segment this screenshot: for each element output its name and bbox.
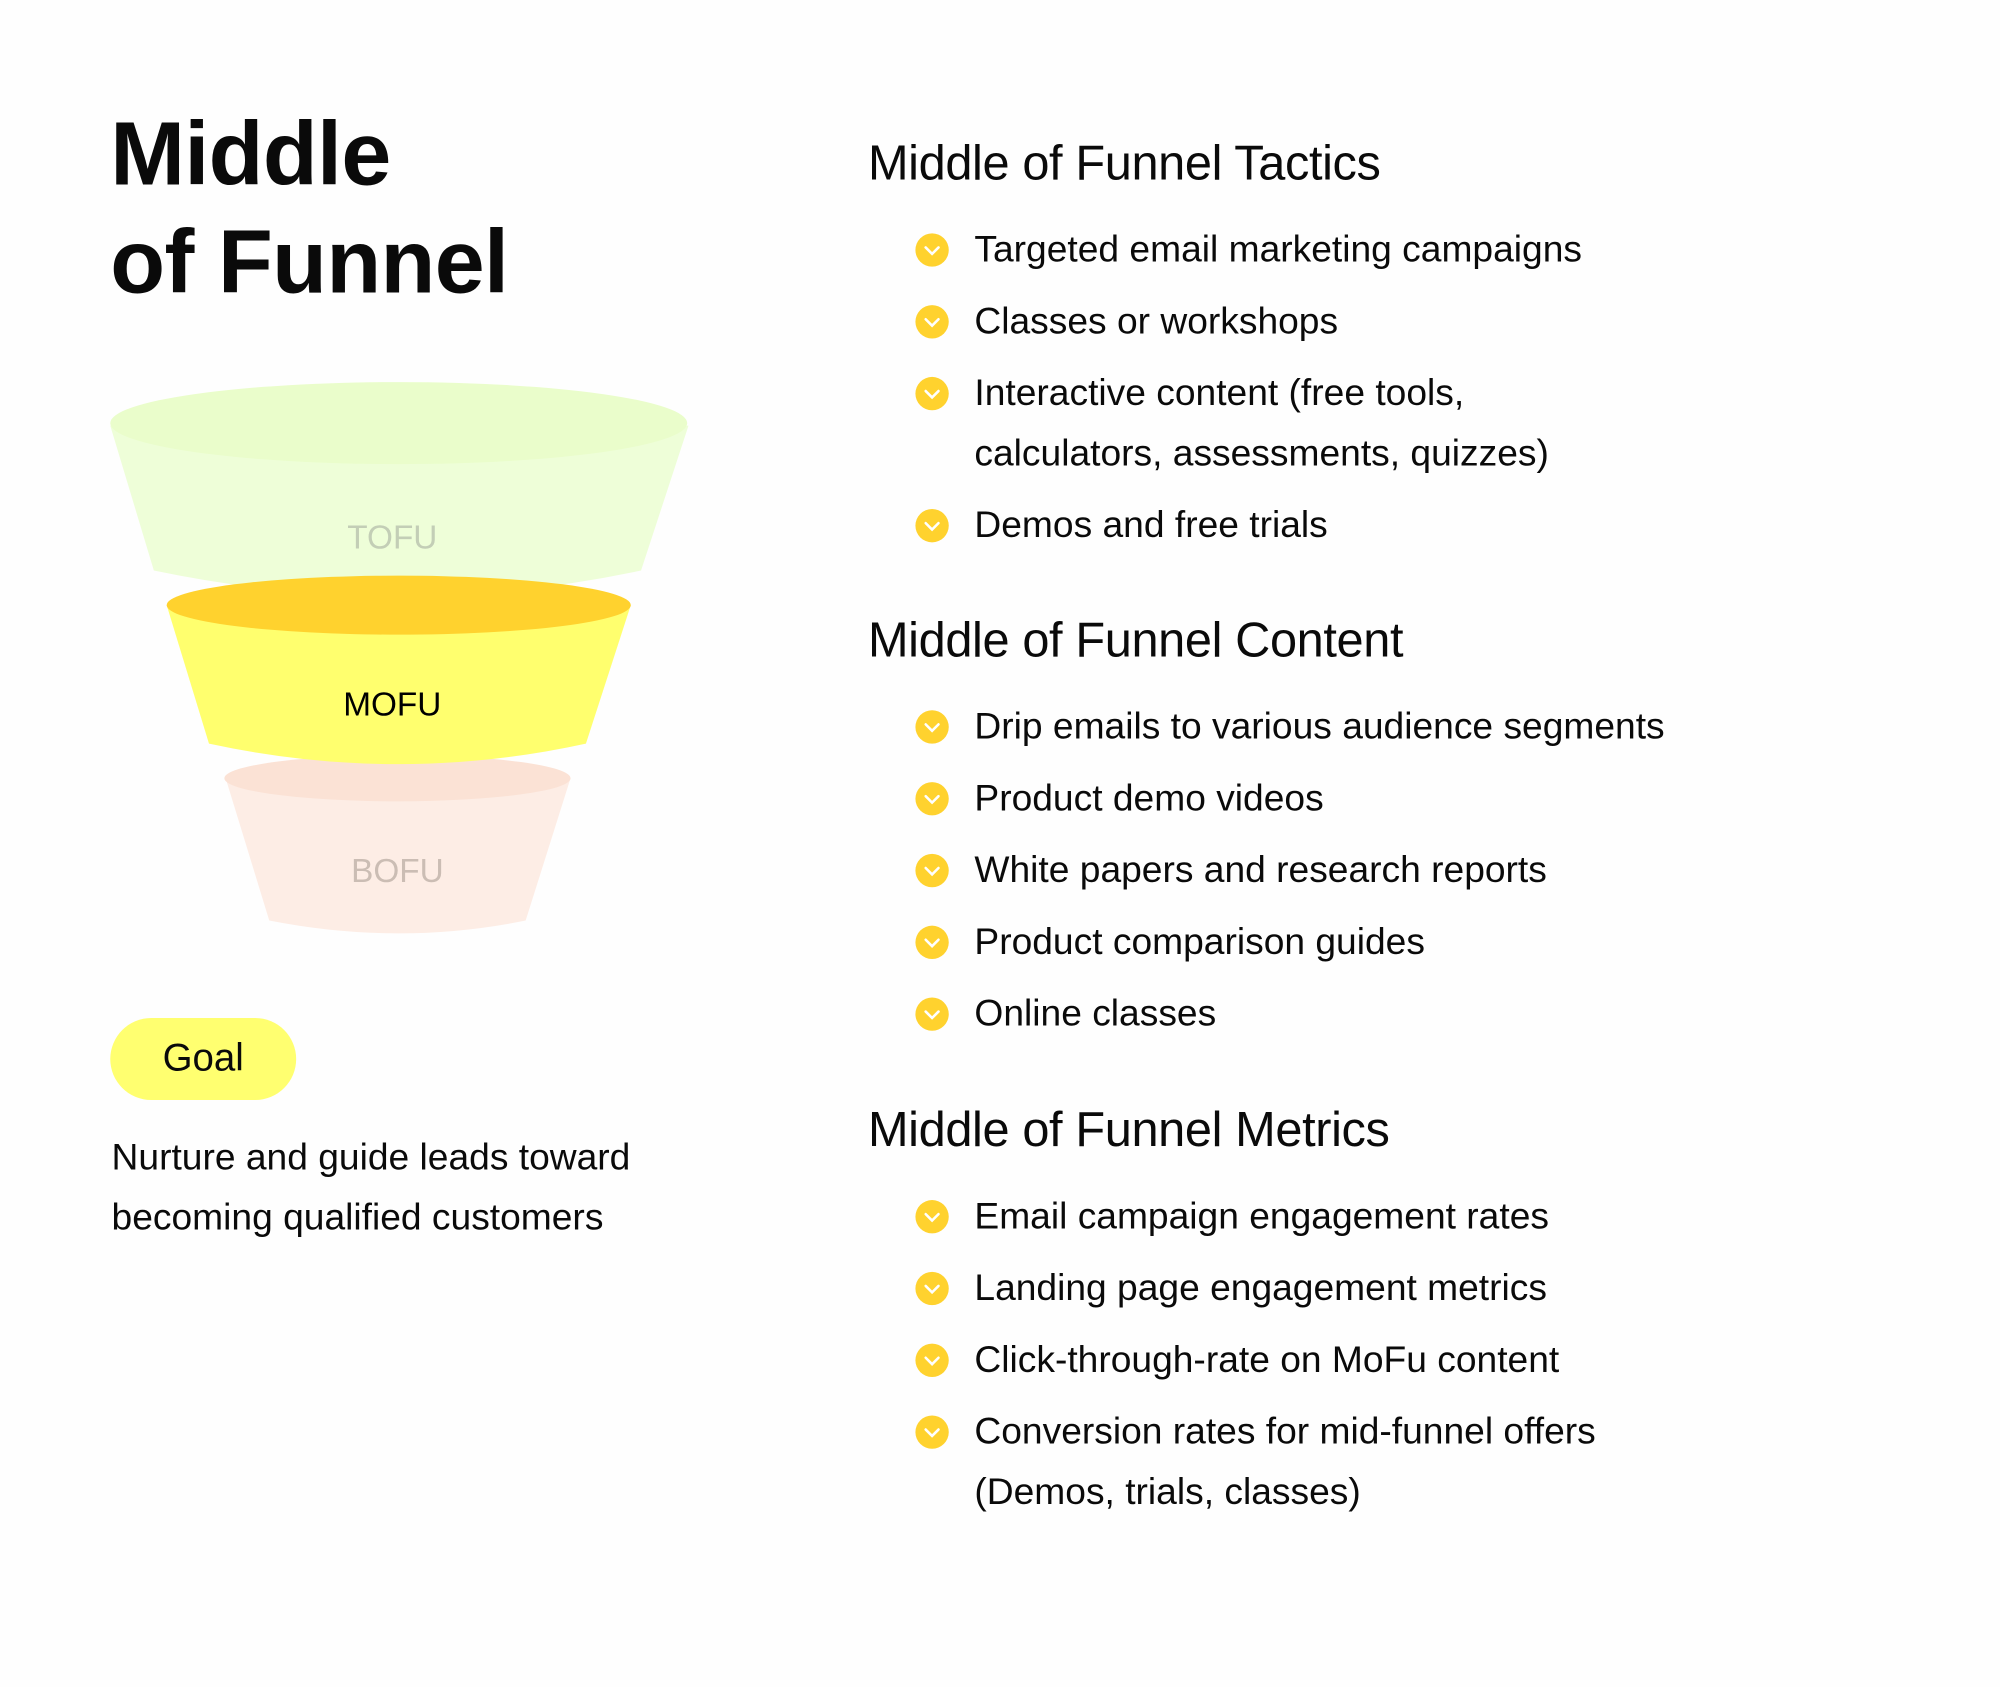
list-item-text: Demos and free trials xyxy=(974,505,1328,547)
check-circle-icon xyxy=(915,925,949,960)
check-circle-icon xyxy=(915,710,949,744)
page-title: Middle of Funnel xyxy=(110,100,509,315)
check-circle-icon xyxy=(915,1200,949,1234)
tofu-label: TOFU xyxy=(347,520,437,557)
section-heading: Middle of Funnel Tactics xyxy=(867,137,1381,192)
metrics-section: Middle of Funnel Metrics Email campaign … xyxy=(868,1099,1919,1535)
title-line-2: of Funnel xyxy=(110,211,509,312)
list-item-text: Click-through-rate on MoFu content xyxy=(974,1339,1560,1381)
list-item: Product comparison guides xyxy=(868,913,1919,973)
tactics-section: Middle of Funnel Tactics Targeted email … xyxy=(868,132,1919,568)
mofu-label: MOFU xyxy=(343,686,441,723)
goal-description: Nurture and guide leads toward becoming … xyxy=(111,1137,631,1239)
check-circle-icon xyxy=(915,997,949,1031)
list-item: Drip emails to various audience segments xyxy=(868,697,1919,757)
section-heading: Middle of Funnel Metrics xyxy=(867,1103,1390,1158)
list-item-text: Product comparison guides xyxy=(974,921,1425,963)
check-circle-icon xyxy=(915,233,949,267)
check-circle-icon xyxy=(915,1271,949,1306)
list-item-text: Email campaign engagement rates xyxy=(974,1196,1549,1238)
list-item: Conversion rates for mid-funnel offers (… xyxy=(868,1403,1919,1524)
content-list: Drip emails to various audience segments… xyxy=(868,697,1919,1044)
list-item-text: Drip emails to various audience segments xyxy=(974,706,1665,748)
goal-label: Goal xyxy=(162,1037,244,1080)
list-item-text: Landing page engagement metrics xyxy=(974,1267,1547,1310)
check-circle-icon xyxy=(915,376,949,411)
list-item: Demos and free trials xyxy=(868,496,1919,556)
list-item: White papers and research reports xyxy=(868,841,1919,901)
list-item-text: Interactive content (free tools, calcula… xyxy=(974,373,1549,475)
funnel-stage-tofu: TOFU xyxy=(110,382,689,597)
check-circle-icon xyxy=(915,305,949,339)
list-item: Email campaign engagement rates xyxy=(868,1187,1919,1247)
list-item: Classes or workshops xyxy=(868,292,1919,352)
funnel-diagram: TOFU BOFU MOFU xyxy=(110,382,689,934)
funnel-stage-mofu: MOFU xyxy=(166,575,631,765)
section-heading: Middle of Funnel Content xyxy=(867,614,1404,668)
check-circle-icon xyxy=(915,1415,949,1449)
list-item: Product demo videos xyxy=(868,769,1919,829)
title-line-1: Middle xyxy=(110,103,391,204)
funnel-stage-bofu: BOFU xyxy=(224,755,571,934)
list-item-text: Online classes xyxy=(974,993,1217,1035)
list-item-text: Classes or workshops xyxy=(974,301,1339,343)
list-item: Targeted email marketing campaigns xyxy=(868,221,1919,281)
list-item: Click-through-rate on MoFu content xyxy=(868,1331,1919,1391)
check-circle-icon xyxy=(915,782,949,816)
goal-badge: Goal xyxy=(110,1017,297,1101)
check-circle-icon xyxy=(915,1343,949,1377)
list-item: Online classes xyxy=(868,985,1919,1045)
check-circle-icon xyxy=(915,853,949,888)
list-item-text: Conversion rates for mid-funnel offers (… xyxy=(974,1411,1596,1513)
list-item-text: Product demo videos xyxy=(974,778,1324,820)
list-item: Interactive content (free tools, calcula… xyxy=(868,364,1919,485)
check-circle-icon xyxy=(915,508,949,543)
bofu-label: BOFU xyxy=(351,853,444,890)
list-item-text: Targeted email marketing campaigns xyxy=(974,229,1582,271)
list-item-text: White papers and research reports xyxy=(974,850,1547,892)
content-section: Middle of Funnel Content Drip emails to … xyxy=(868,609,1919,1056)
list-item: Landing page engagement metrics xyxy=(868,1259,1919,1319)
